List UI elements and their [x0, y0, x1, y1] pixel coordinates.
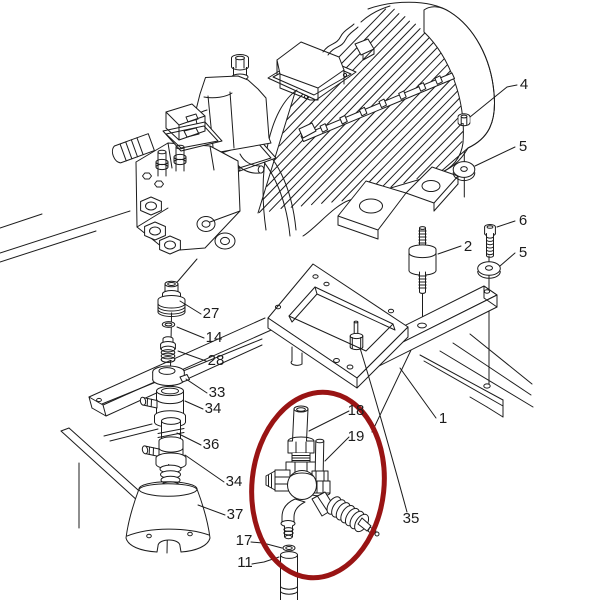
- part-label-6: 6: [519, 212, 527, 229]
- part-label-14: 14: [206, 329, 223, 346]
- leader-lines: [176, 84, 518, 565]
- part-label-37: 37: [227, 506, 244, 523]
- part-label-28: 28: [208, 352, 225, 369]
- part-label-35: 35: [403, 510, 420, 527]
- part-label-4: 4: [520, 76, 528, 93]
- part-label-34: 34: [205, 400, 222, 417]
- motor: [257, 1, 496, 240]
- part-label-17: 17: [236, 532, 253, 549]
- part-label-5-b: 5: [519, 244, 527, 261]
- frame: [0, 123, 534, 529]
- part-label-1: 1: [439, 410, 447, 427]
- part-label-5: 5: [519, 138, 527, 155]
- valve-column: [125, 258, 211, 554]
- part-label-2: 2: [464, 238, 472, 255]
- highlight-ellipse: [249, 389, 387, 581]
- part-label-19: 19: [348, 428, 365, 445]
- part-label-11: 11: [237, 554, 253, 571]
- unloader-valve-assembly: [265, 405, 380, 600]
- part-label-27: 27: [203, 305, 220, 322]
- part-label-34-b: 34: [226, 473, 243, 490]
- part-label-18: 18: [348, 402, 365, 419]
- part-label-33: 33: [209, 384, 226, 401]
- part-label-36: 36: [203, 436, 220, 453]
- pump: [111, 103, 241, 255]
- fasteners: [408, 113, 501, 294]
